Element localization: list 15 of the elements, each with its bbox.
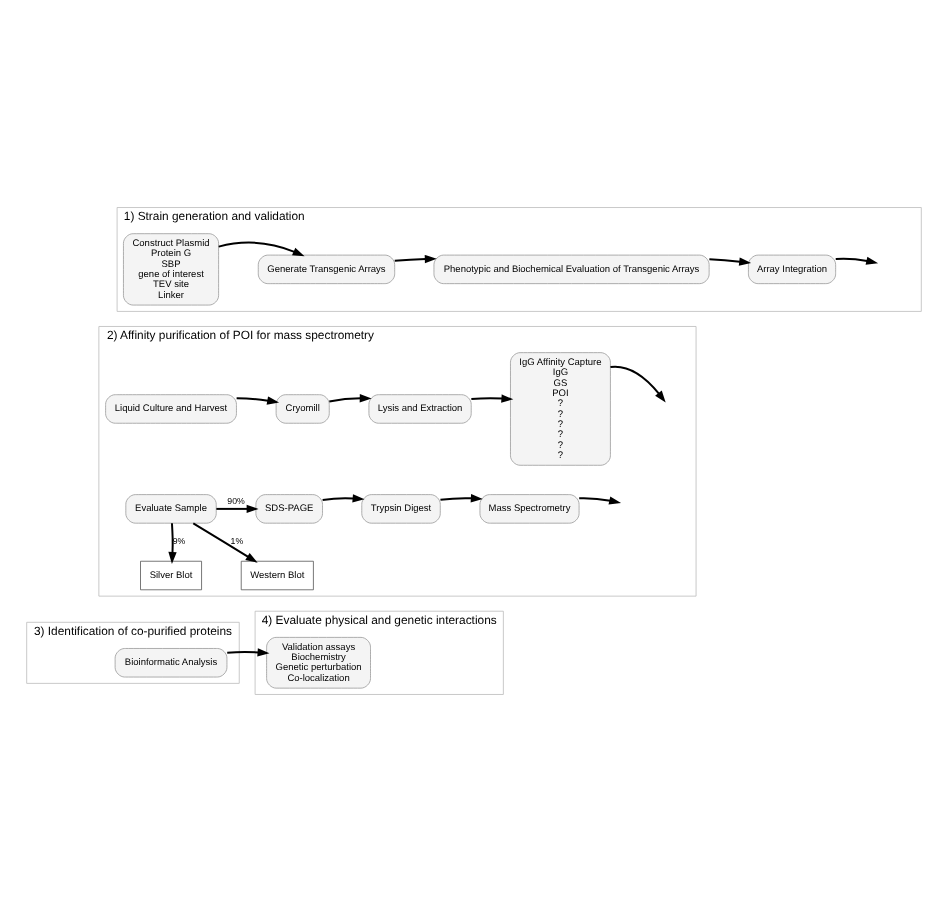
arrow <box>708 257 752 266</box>
arrow <box>439 494 483 503</box>
arrow <box>168 522 177 564</box>
arrow <box>226 648 270 657</box>
arrow <box>834 256 879 265</box>
arrow <box>393 254 437 264</box>
arrow <box>217 241 305 257</box>
arrow <box>328 394 372 403</box>
arrow <box>609 365 666 403</box>
arrow <box>321 494 365 503</box>
arrow <box>235 396 280 405</box>
arrow <box>192 522 258 563</box>
arrow <box>578 496 622 505</box>
arrow <box>215 504 259 514</box>
arrow <box>470 394 514 403</box>
